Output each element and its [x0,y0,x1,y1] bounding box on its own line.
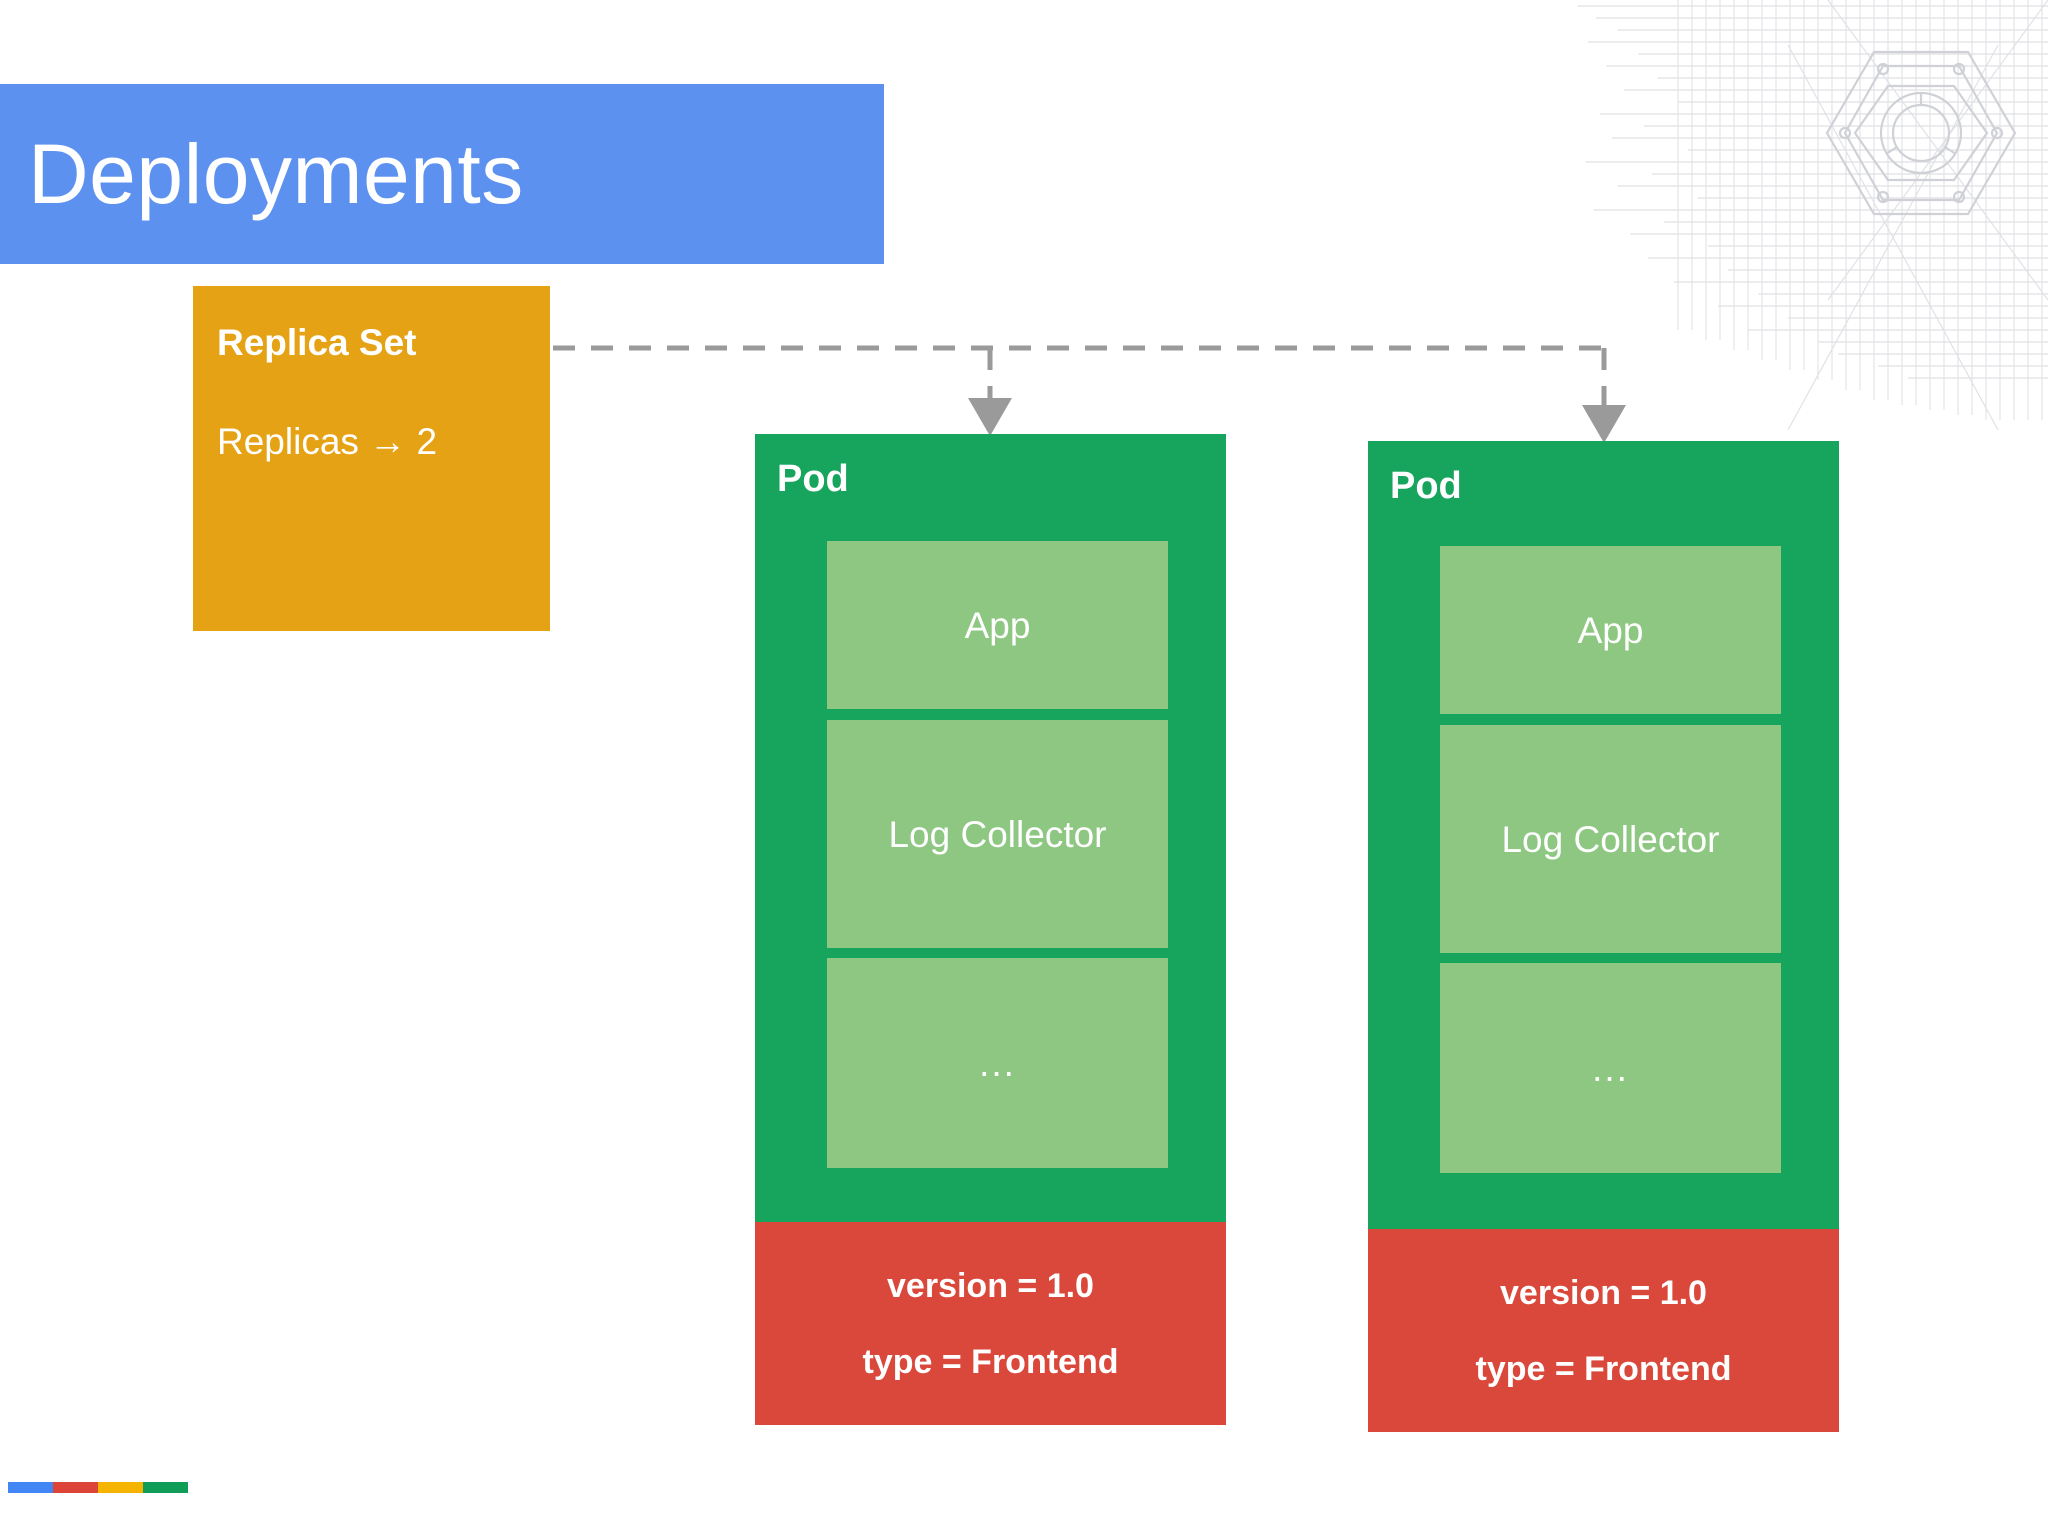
replica-set-title: Replica Set [217,322,417,363]
container-label: Log Collector [888,813,1107,855]
arrowhead-pod-2 [1582,405,1626,443]
pod-card-1: Pod App Log Collector ... [755,434,1226,1222]
page-title: Deployments [28,127,524,221]
pod-label-type: type = Frontend [862,1342,1119,1381]
replica-set-card: Replica Set Replicas → 2 [193,286,550,631]
container-label: ... [1592,1047,1629,1089]
pod-label-version: version = 1.0 [887,1266,1094,1305]
container-label: App [1577,609,1644,651]
replica-set-replicas: Replicas → 2 [217,421,438,462]
pod-title: Pod [777,458,849,500]
color-bar-segment-yellow [98,1482,143,1493]
container-label: ... [979,1042,1016,1084]
container-label: App [964,604,1031,646]
pod-label-type: type = Frontend [1475,1349,1732,1388]
pod-labels-band-2: version = 1.0 type = Frontend [1368,1229,1839,1432]
pod-title: Pod [1390,465,1462,507]
color-bar-segment-green [143,1482,188,1493]
arrowhead-pod-1 [968,398,1012,436]
pod-card-2: Pod App Log Collector ... [1368,441,1839,1229]
container-box-log-collector: Log Collector [1440,725,1781,953]
kubernetes-wheel-watermark-icon [1578,0,2048,430]
container-box-log-collector: Log Collector [827,720,1168,948]
color-bar-segment-blue [8,1482,53,1493]
brand-color-bar [8,1482,188,1493]
container-box-app: App [827,541,1168,709]
container-box-more: ... [827,958,1168,1168]
color-bar-segment-red [53,1482,98,1493]
pod-labels-band-1: version = 1.0 type = Frontend [755,1222,1226,1425]
pod-label-version: version = 1.0 [1500,1273,1707,1312]
slide-title-banner: Deployments [0,84,884,264]
container-box-app: App [1440,546,1781,714]
container-label: Log Collector [1501,818,1720,860]
container-box-more: ... [1440,963,1781,1173]
